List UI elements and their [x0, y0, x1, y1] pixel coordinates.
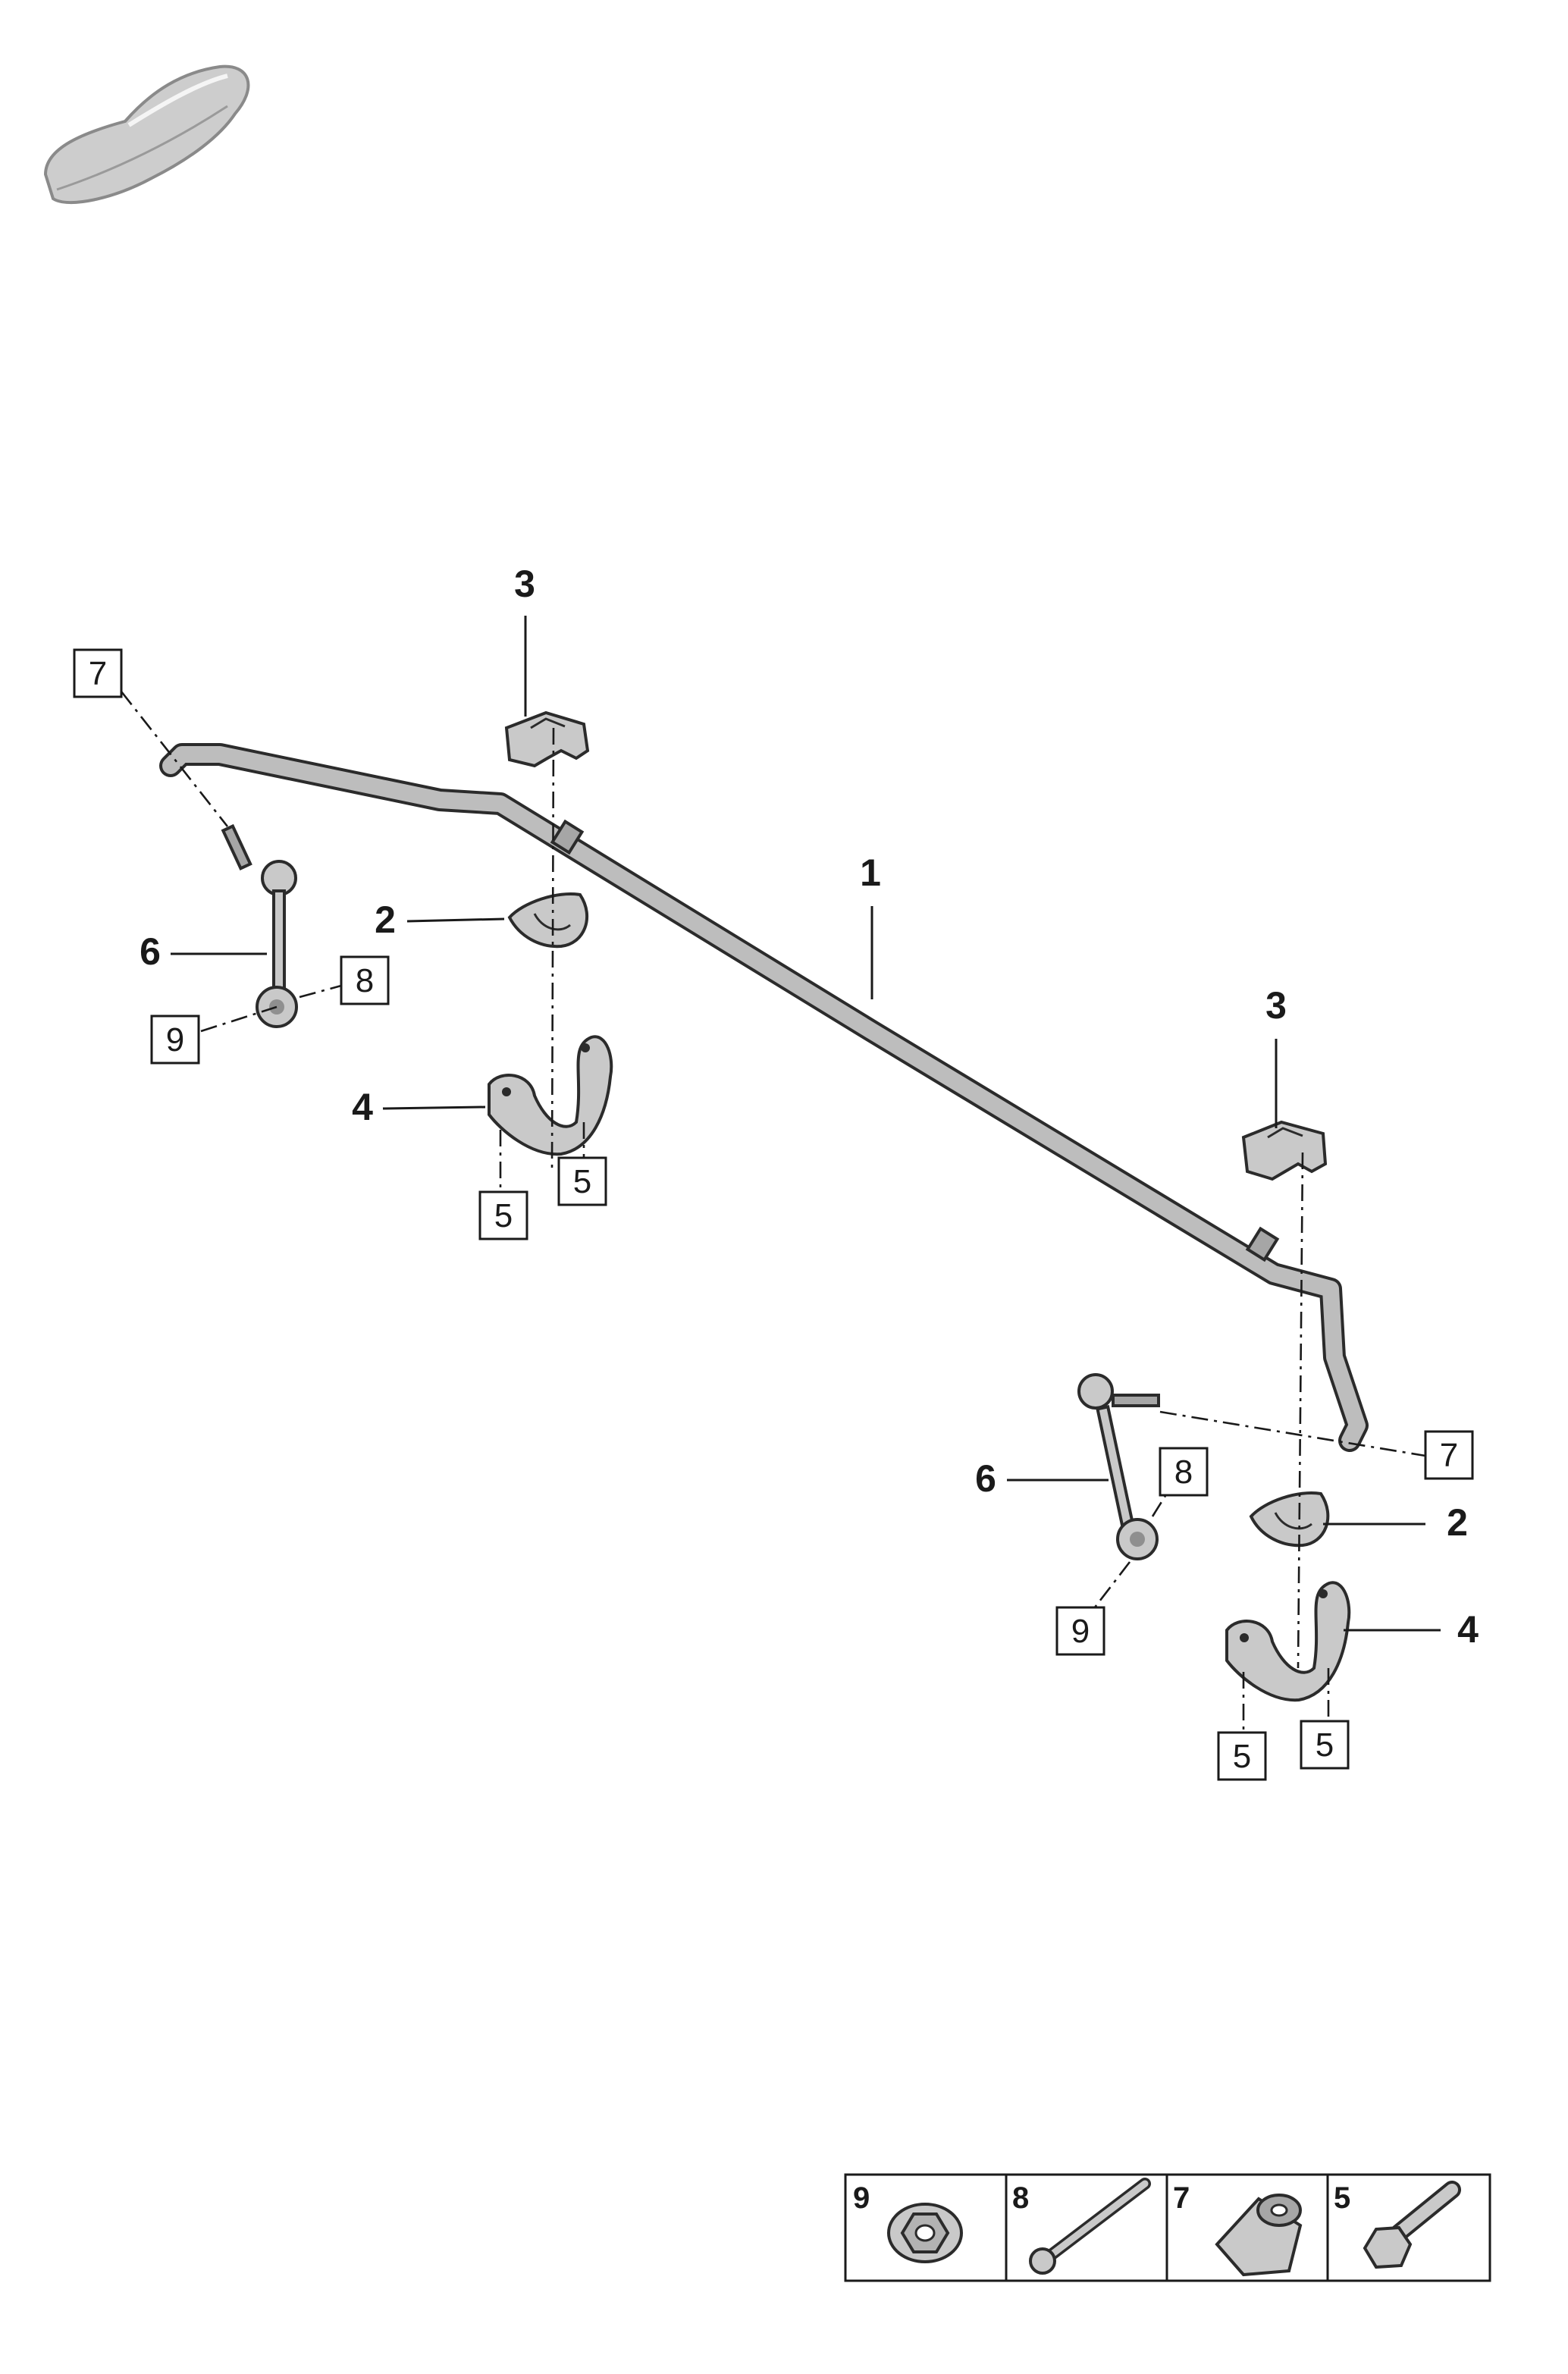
nut-icon — [887, 2203, 963, 2263]
callout-6-right: 6 — [975, 1457, 996, 1500]
callouts: 1 3 2 6 4 3 6 2 4 — [140, 563, 1479, 1651]
legend-number-7: 7 — [1173, 2181, 1190, 2215]
hex-bolt-icon — [1363, 2181, 1461, 2269]
ref-box-7-left: 7 — [89, 655, 107, 692]
bushing-right — [1249, 1491, 1330, 1548]
ref-box-5-right-a: 5 — [1233, 1738, 1251, 1775]
leader-lines — [171, 616, 1441, 1632]
bracket-top-left — [504, 710, 590, 768]
ref-box-9-left: 9 — [166, 1021, 184, 1058]
ref-box-7-right: 7 — [1440, 1437, 1458, 1474]
bushing-left — [507, 892, 588, 949]
legend-cell-9: 9 — [853, 2181, 963, 2263]
ref-box-5-right-b: 5 — [1316, 1726, 1334, 1764]
callout-3-left: 3 — [514, 563, 535, 605]
callout-2-right: 2 — [1447, 1501, 1468, 1544]
stabilizer-bar — [159, 743, 1369, 1452]
callout-2-left: 2 — [375, 898, 396, 941]
ref-box-5-left-a: 5 — [494, 1197, 513, 1234]
coupling-link-left — [221, 823, 298, 1028]
ref-box-9-right: 9 — [1071, 1613, 1090, 1650]
clamp-left — [488, 1035, 613, 1156]
coupling-link-right — [1077, 1373, 1160, 1560]
legend-number-5: 5 — [1334, 2181, 1350, 2215]
callout-3-right: 3 — [1265, 984, 1287, 1027]
callout-4-left: 4 — [352, 1086, 373, 1128]
ref-box-5-left-b: 5 — [573, 1163, 591, 1200]
flange-nut-icon — [1215, 2194, 1303, 2277]
long-bolt-icon — [1029, 2178, 1151, 2275]
hardware-legend: 9 8 7 5 — [844, 2173, 1491, 2282]
legend-cell-7: 7 — [1173, 2181, 1303, 2277]
callout-1: 1 — [860, 851, 881, 894]
bracket-top-right — [1241, 1120, 1328, 1181]
legend-cell-8: 8 — [1012, 2178, 1151, 2275]
clamp-right — [1225, 1581, 1351, 1702]
ref-box-8-right: 8 — [1174, 1454, 1193, 1491]
vehicle-silhouette-icon — [43, 64, 250, 205]
callout-6-left: 6 — [140, 930, 161, 973]
legend-cell-5: 5 — [1334, 2181, 1461, 2269]
assembly-axes — [120, 691, 1426, 1733]
legend-number-8: 8 — [1012, 2181, 1029, 2215]
legend-number-9: 9 — [853, 2181, 870, 2215]
callout-4-right: 4 — [1457, 1608, 1479, 1651]
boxed-references: 7 8 9 5 5 7 8 9 5 5 — [73, 648, 1474, 1781]
ref-box-8-left: 8 — [356, 962, 374, 999]
